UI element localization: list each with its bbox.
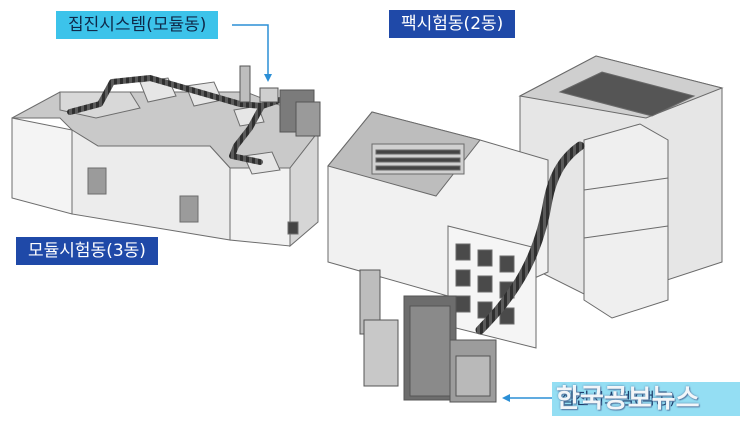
label-collector-modular: 집진시스템(모듈동) [56,11,219,39]
leader-arrow-icon [264,74,272,82]
label-modular-building: 모듈시험동(3동) [16,237,158,265]
module-dust-collector [239,65,321,137]
leader-arrow-icon [502,394,510,402]
leader-lines [232,24,552,399]
pack-test-building [327,55,724,349]
label-collector-pack: 집진시스템(팩동) [552,382,740,416]
pack-building-duct [475,141,585,335]
pack-dust-collector [359,269,497,403]
label-pack-building: 팩시험동(2동) [389,10,516,38]
